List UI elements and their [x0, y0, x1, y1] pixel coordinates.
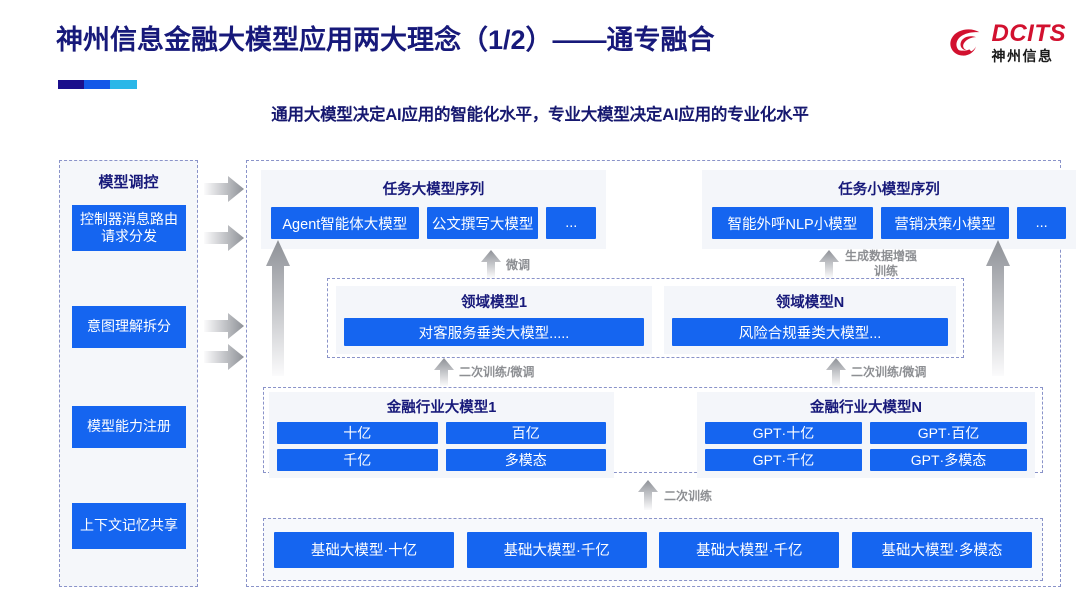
domain-panel-1-item[interactable]: 对客服务垂类大模型.....	[344, 318, 644, 346]
domain-panel-2-item[interactable]: 风险合规垂类大模型...	[672, 318, 948, 346]
base-model-item-3[interactable]: 基础大模型·多模态	[851, 531, 1032, 568]
caption-data-augment-line1: 生成数据增强	[845, 249, 918, 263]
base-model-item-1[interactable]: 基础大模型·千亿	[466, 531, 647, 568]
industry-panel-2-title: 金融行业大模型N	[810, 400, 922, 416]
page-title: 神州信息金融大模型应用两大理念（1/2）——通专融合	[56, 25, 715, 55]
industry-panel-2: 金融行业大模型N GPT·十亿 GPT·千亿 GPT·百亿 GPT·多模态	[697, 392, 1035, 478]
industry-panel-1-title: 金融行业大模型1	[386, 400, 497, 416]
flow-arrow-up-retrain-left	[434, 358, 454, 386]
task-large-item-1[interactable]: 公文撰写大模型	[426, 207, 539, 239]
flow-arrow-right-4	[204, 344, 244, 370]
flow-arrow-right-1	[204, 176, 244, 202]
task-small-item-1[interactable]: 营销决策小模型	[880, 207, 1010, 239]
control-item-0[interactable]: 控制器消息路由请求分发	[72, 205, 186, 251]
model-stack-container	[246, 160, 1061, 587]
industry-2-item-0[interactable]: GPT·十亿	[705, 422, 862, 444]
domain-panel-1-title: 领域模型1	[460, 295, 528, 311]
flow-arrow-up-data-augment	[819, 250, 839, 278]
control-item-1[interactable]: 意图理解拆分	[72, 306, 186, 348]
control-item-3[interactable]: 上下文记忆共享	[72, 503, 186, 549]
domain-panel-2-title: 领域模型N	[775, 295, 845, 311]
task-large-item-2[interactable]: ...	[546, 207, 597, 239]
caption-retrain-finetune-left: 二次训练/微调	[459, 365, 535, 379]
base-model-band: 基础大模型·十亿 基础大模型·千亿 基础大模型·千亿 基础大模型·多模态	[263, 518, 1043, 581]
accent-segment-1	[58, 80, 84, 89]
domain-panel-1: 领域模型1 对客服务垂类大模型.....	[336, 286, 652, 354]
caption-fine-tune: 微调	[506, 258, 531, 272]
flow-arrow-up-retrain-right	[826, 358, 846, 386]
flow-arrow-up-tall-left	[266, 240, 290, 376]
flow-arrow-right-3	[204, 313, 244, 339]
page-subtitle: 通用大模型决定AI应用的智能化水平，专业大模型决定AI应用的专业化水平	[271, 106, 809, 124]
task-large-item-0[interactable]: Agent智能体大模型	[271, 207, 419, 239]
base-model-item-2[interactable]: 基础大模型·千亿	[659, 531, 840, 568]
industry-model-band: 金融行业大模型1 十亿 千亿 百亿 多模态 金融行业大模型N GPT·十亿 GP…	[263, 387, 1043, 478]
task-small-item-0[interactable]: 智能外呼NLP小模型	[712, 207, 873, 239]
caption-retrain-finetune-right: 二次训练/微调	[851, 365, 927, 379]
industry-2-item-3[interactable]: GPT·多模态	[870, 449, 1027, 471]
dcits-swirl-icon	[949, 28, 979, 56]
company-logo: DCITS 神州信息	[946, 22, 1067, 63]
control-column-title: 模型调控	[98, 174, 159, 191]
task-model-row: 任务大模型序列 Agent智能体大模型 公文撰写大模型 ... 任务小模型序列 …	[261, 170, 1076, 249]
industry-1-item-1[interactable]: 百亿	[445, 422, 606, 444]
accent-segment-2	[84, 80, 110, 89]
industry-2-item-2[interactable]: GPT·千亿	[705, 449, 862, 471]
control-column: 模型调控 控制器消息路由请求分发 意图理解拆分 模型能力注册 上下文记忆共享	[59, 160, 198, 587]
task-small-item-2[interactable]: ...	[1017, 207, 1066, 239]
industry-1-item-0[interactable]: 十亿	[277, 422, 438, 444]
flow-arrow-up-retrain-base	[638, 480, 658, 510]
caption-data-augment-line2: 训练	[874, 264, 899, 278]
industry-panel-1: 金融行业大模型1 十亿 千亿 百亿 多模态	[269, 392, 614, 478]
logo-wordmark-en: DCITS	[991, 20, 1066, 47]
domain-model-band: 领域模型1 对客服务垂类大模型..... 领域模型N 风险合规垂类大模型...	[327, 278, 964, 358]
flow-arrow-up-finetune	[481, 250, 501, 278]
task-panel-small: 任务小模型序列 智能外呼NLP小模型 营销决策小模型 ...	[702, 170, 1076, 249]
industry-1-item-3[interactable]: 多模态	[445, 449, 606, 471]
base-model-item-0[interactable]: 基础大模型·十亿	[274, 531, 454, 568]
industry-1-item-2[interactable]: 千亿	[277, 449, 438, 471]
flow-arrow-up-tall-right	[986, 240, 1010, 376]
task-panel-small-title: 任务小模型序列	[838, 182, 940, 198]
logo-wordmark-cn: 神州信息	[991, 48, 1054, 64]
flow-arrow-right-2	[204, 225, 244, 251]
control-item-2[interactable]: 模型能力注册	[72, 406, 186, 448]
caption-retrain: 二次训练	[664, 489, 713, 503]
domain-panel-2: 领域模型N 风险合规垂类大模型...	[664, 286, 956, 354]
industry-2-item-1[interactable]: GPT·百亿	[870, 422, 1027, 444]
accent-bar	[58, 80, 137, 89]
task-panel-large-title: 任务大模型序列	[382, 182, 485, 198]
task-panel-large: 任务大模型序列 Agent智能体大模型 公文撰写大模型 ...	[261, 170, 606, 249]
accent-segment-3	[110, 80, 137, 89]
